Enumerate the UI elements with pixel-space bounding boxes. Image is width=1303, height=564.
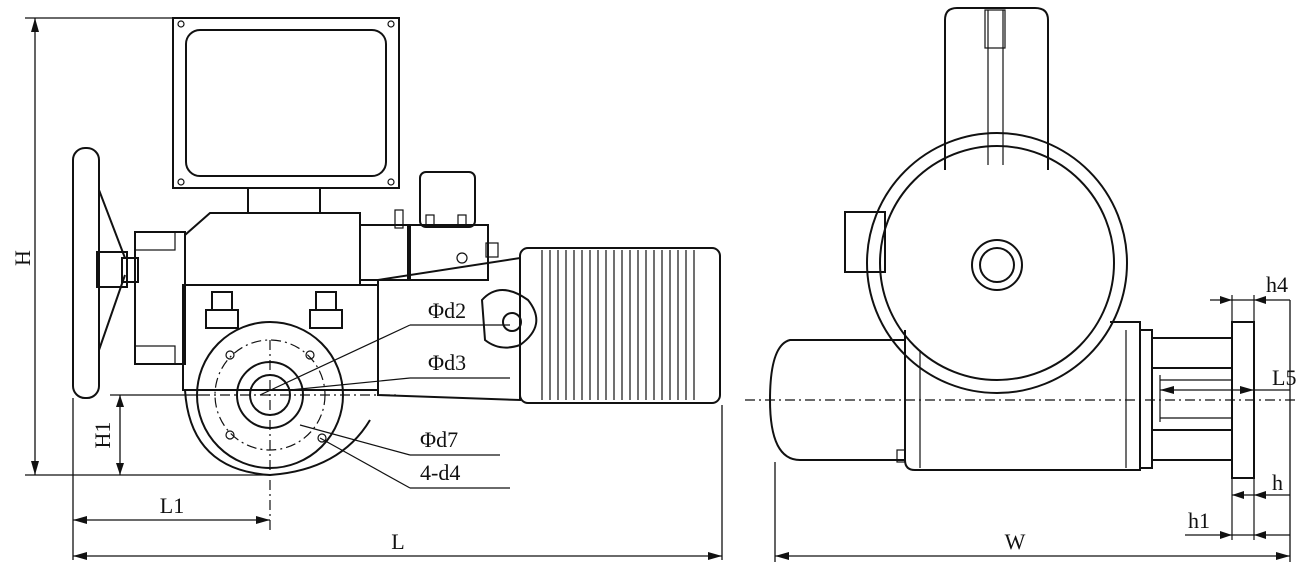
label-h4: h4 xyxy=(1266,272,1288,297)
output-flange xyxy=(196,321,400,530)
label-W: W xyxy=(1005,529,1026,554)
output-flange-section xyxy=(1151,321,1255,495)
handwheel xyxy=(72,147,186,399)
junction-box xyxy=(359,171,499,281)
label-d7: Φd7 xyxy=(420,427,458,452)
side-view xyxy=(745,7,1295,495)
label-d3: Φd3 xyxy=(428,350,466,375)
label-L5: L5 xyxy=(1272,365,1296,390)
label-H: H xyxy=(10,250,35,266)
label-L: L xyxy=(391,529,404,554)
front-dimensions xyxy=(25,17,723,560)
label-h1: h1 xyxy=(1188,508,1210,533)
label-L1: L1 xyxy=(160,493,184,518)
neck xyxy=(247,187,321,214)
label-d4: 4-d4 xyxy=(420,460,460,485)
control-box xyxy=(172,17,400,189)
upper-housing xyxy=(184,212,361,286)
side-dimensions xyxy=(774,295,1291,562)
label-h: h xyxy=(1272,470,1283,495)
label-H1: H1 xyxy=(90,422,115,449)
label-d2: Φd2 xyxy=(428,298,466,323)
motor xyxy=(377,247,721,404)
front-view xyxy=(72,17,721,530)
bolts xyxy=(205,291,343,329)
